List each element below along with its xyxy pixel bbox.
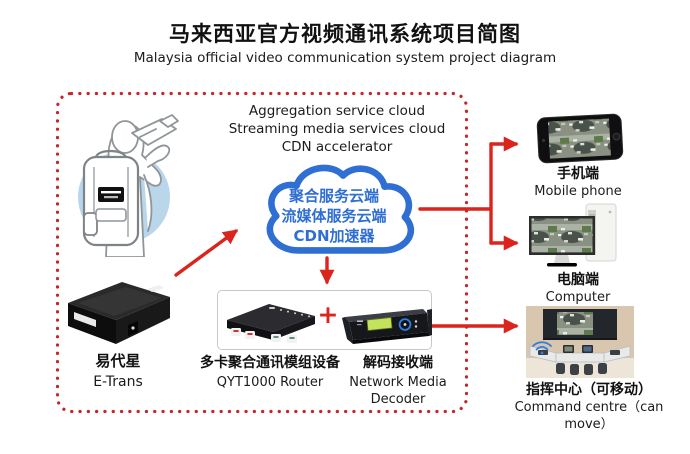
page-title-zh: 马来西亚官方视频通讯系统项目简图 [169, 22, 521, 46]
phone-screen [548, 118, 611, 159]
cloud-caption-line2: Streaming media services cloud [228, 121, 446, 137]
etrans-label-en: E-Trans [93, 374, 143, 390]
computer-screen [531, 218, 593, 253]
command-centre-label-en: Command centre（can move） [514, 400, 664, 432]
command-floor [526, 358, 634, 378]
router-label-en: QYT1000 Router [216, 375, 324, 390]
arrow-etrans-to-cloud [174, 229, 239, 277]
command-centre-labels: 指挥中心（可移动） Command centre（can move） [496, 381, 682, 433]
decoder-device [342, 309, 432, 344]
phone-label-en: Mobile phone [534, 184, 622, 199]
decoder-labels: 解码接收端 Network Media Decoder [328, 354, 468, 408]
computer-device [529, 203, 617, 267]
backpack-icon [82, 149, 140, 247]
router-label-zh: 多卡聚合通讯模组设备 [200, 355, 340, 371]
line-cloud-to-branch [418, 142, 493, 245]
cloud-label-line3: CDN加速器 [293, 227, 375, 245]
cloud-caption-line3: CDN accelerator [281, 139, 393, 155]
computer-label-zh: 电脑端 [557, 272, 599, 288]
command-centre-illustration [526, 306, 634, 378]
phone-label-zh: 手机端 [557, 166, 599, 182]
cloud-caption-line1: Aggregation service cloud [248, 103, 426, 119]
decoder-label-en: Network Media Decoder [349, 375, 447, 407]
cloud-label-line2: 流媒体服务云端 [281, 207, 387, 225]
phone-camera-dot [542, 138, 546, 142]
router-labels: 多卡聚合通讯模组设备 QYT1000 Router [196, 354, 344, 391]
cloud-caption: Aggregation service cloud Streaming medi… [227, 102, 447, 156]
computer-labels: 电脑端 Computer [508, 271, 648, 306]
computer-label-en: Computer [545, 290, 611, 305]
computer-monitor [529, 216, 595, 267]
router-device [227, 304, 315, 343]
cloud-label-line1: 聚合服务云端 [288, 187, 379, 205]
plus-sign: + [317, 300, 339, 329]
cloud-label: 聚合服务云端 流媒体服务云端 CDN加速器 [254, 186, 414, 246]
page-title-en: Malaysia official video communication sy… [133, 50, 557, 66]
wifi-icon [532, 341, 552, 355]
etrans-label-zh: 易代星 [95, 352, 141, 370]
computer-stand [554, 255, 570, 263]
decoder-label-zh: 解码接收端 [363, 355, 433, 371]
command-chairs [556, 363, 607, 375]
etrans-labels: 易代星 E-Trans [58, 352, 178, 391]
decoder-lcd [366, 317, 393, 331]
etrans-device [68, 282, 170, 344]
command-big-screen [543, 309, 617, 340]
phone-labels: 手机端 Mobile phone [508, 165, 648, 200]
command-centre-label-zh: 指挥中心（可移动） [526, 382, 652, 398]
cameraman-illustration [78, 114, 179, 257]
phone-home-button [612, 132, 621, 141]
command-desk-monitors [538, 345, 620, 355]
phone-device [536, 113, 624, 164]
